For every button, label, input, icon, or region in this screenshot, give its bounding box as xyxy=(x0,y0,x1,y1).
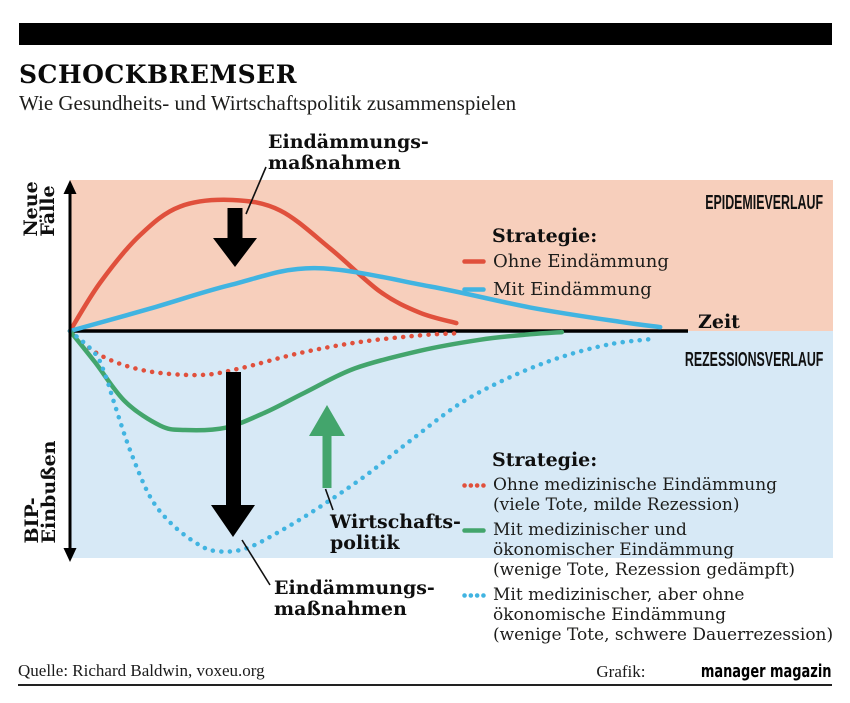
recession-background xyxy=(70,331,833,558)
legend-item: Ohne medizinische Eindämmung(viele Tote,… xyxy=(462,475,833,515)
credit-prefix: Grafik: xyxy=(596,662,646,681)
curve-recession-2 xyxy=(67,328,657,554)
curve-recession-0 xyxy=(67,328,461,378)
legend-item-label: Mit Eindämmung xyxy=(493,279,652,300)
legend-recession: Strategie: Ohne medizinische Eindämmung(v… xyxy=(462,450,833,650)
economic-policy-arrow-icon xyxy=(309,405,345,488)
x-axis-label: Zeit xyxy=(698,311,740,333)
y-axis-arrow-up-icon xyxy=(63,180,77,194)
legend-item: Mit Eindämmung xyxy=(462,279,669,300)
curve-epidemic-1 xyxy=(67,265,663,334)
containment-label-bottom: Eindämmungs- maßnahmen xyxy=(274,577,435,620)
y-axis-label-gdp-losses: BIP- Einbußen xyxy=(21,440,60,544)
y-axis-label-new-cases: Neue Fälle xyxy=(20,181,59,237)
leader-line-econ xyxy=(324,488,334,511)
footer-divider xyxy=(18,684,832,686)
source-credit: Quelle: Richard Baldwin, voxeu.org xyxy=(18,661,265,680)
leader-line-bottom xyxy=(241,539,271,586)
section-label-epidemic: EPIDEMIEVERLAUF xyxy=(705,192,823,214)
graphic-credit: Grafik: manager magazin xyxy=(596,661,831,682)
curve-epidemic-0 xyxy=(67,197,459,334)
legend-swatch-solid-icon xyxy=(462,528,486,533)
epidemic-curves xyxy=(67,197,663,334)
brand-logo: manager magazin xyxy=(700,661,831,682)
containment-arrow-top-icon xyxy=(213,208,257,267)
legend-title: Strategie: xyxy=(492,225,598,247)
containment-label-top: Eindämmungs- maßnahmen xyxy=(268,131,429,174)
legend-swatch-solid-icon xyxy=(462,287,486,292)
legend-item: Ohne Eindämmung xyxy=(462,251,669,272)
curve-recession-1 xyxy=(67,328,565,433)
recession-curves xyxy=(67,328,657,554)
epidemic-background xyxy=(70,180,833,331)
section-label-recession: REZESSIONSVERLAUF xyxy=(684,349,823,371)
page-subtitle: Wie Gesundheits- und Wirtschaftspolitik … xyxy=(19,91,517,115)
leader-line-top xyxy=(245,166,267,215)
legend-swatch-dotted-icon xyxy=(462,483,486,488)
containment-arrow-bottom-icon xyxy=(211,372,255,537)
economic-policy-label: Wirtschafts- politik xyxy=(330,511,461,554)
legend-swatch-dotted-icon xyxy=(462,593,486,598)
legend-swatch-solid-icon xyxy=(462,259,486,264)
page-title: SCHOCKBREMSER xyxy=(19,60,297,89)
legend-title: Strategie: xyxy=(492,449,598,471)
legend-item-label: Ohne Eindämmung xyxy=(493,251,669,272)
top-black-bar xyxy=(19,23,832,45)
y-axis-arrow-down-icon xyxy=(63,548,77,562)
legend-item-label: Ohne medizinische Eindämmung(viele Tote,… xyxy=(493,475,778,515)
